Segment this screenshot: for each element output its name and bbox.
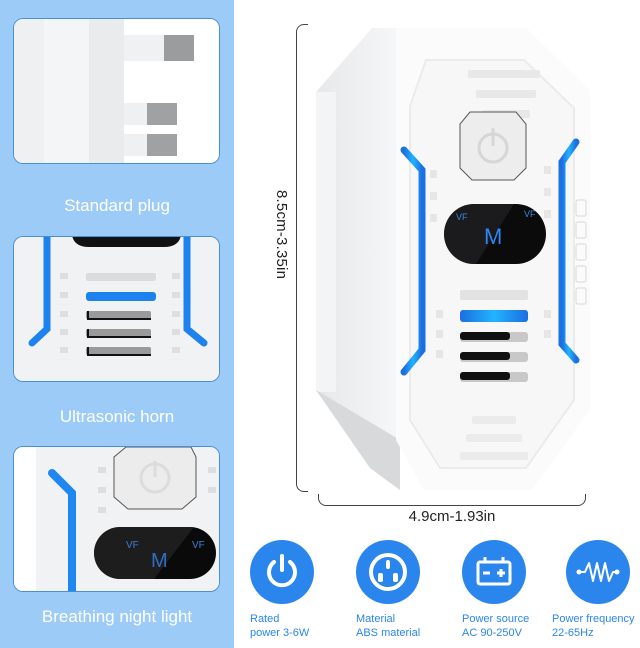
frequency-wave-icon	[566, 540, 630, 604]
breathing-night-light-image: VF VF M	[13, 446, 220, 592]
feature-title: Power frequency	[552, 613, 635, 625]
feature-power-source: Power source AC 90-250V	[462, 540, 562, 640]
caption-ultrasonic-horn: Ultrasonic horn	[59, 407, 175, 426]
power-icon	[250, 540, 314, 604]
feature-value: ABS material	[356, 627, 421, 639]
height-dimension-label: 8.5cm-3.35in	[273, 190, 290, 280]
display-vf-left: VF	[456, 212, 468, 222]
feature-title: Power source	[462, 613, 530, 625]
display-vf-right: VF	[524, 209, 536, 219]
feature-rated-power: Rated power 3-6W	[250, 540, 350, 640]
socket-icon	[356, 540, 420, 604]
ultrasonic-horn-image	[13, 236, 220, 382]
pest-repeller-device-image: VF VF M	[300, 20, 600, 500]
standard-plug-image	[13, 18, 220, 164]
m-logo: M	[151, 550, 168, 572]
caption-breathing-night-light: Breathing night light	[41, 607, 193, 626]
vf-label-left: VF	[126, 540, 139, 551]
feature-value: AC 90-250V	[462, 627, 522, 639]
battery-icon	[462, 540, 526, 604]
feature-title: Material	[356, 613, 396, 625]
feature-value: power 3-6W	[250, 627, 310, 639]
plug-pins-icon	[14, 19, 219, 163]
vf-label-right: VF	[192, 540, 205, 551]
width-dimension-line	[318, 494, 586, 506]
height-dimension-line	[296, 24, 308, 492]
width-dimension-label: 4.9cm-1.93in	[408, 508, 496, 525]
feature-power-frequency: Power frequency 22-65Hz	[552, 540, 640, 640]
display-m-logo: M	[484, 224, 502, 249]
feature-title: Rated	[250, 613, 280, 625]
feature-value: 22-65Hz	[552, 627, 594, 639]
caption-standard-plug: Standard plug	[64, 196, 170, 215]
feature-thumbnail-panel: Standard plug Ultrasonic horn	[0, 0, 234, 648]
night-light-display-icon: VF VF M	[14, 447, 219, 591]
speaker-grille-icon	[14, 237, 219, 381]
